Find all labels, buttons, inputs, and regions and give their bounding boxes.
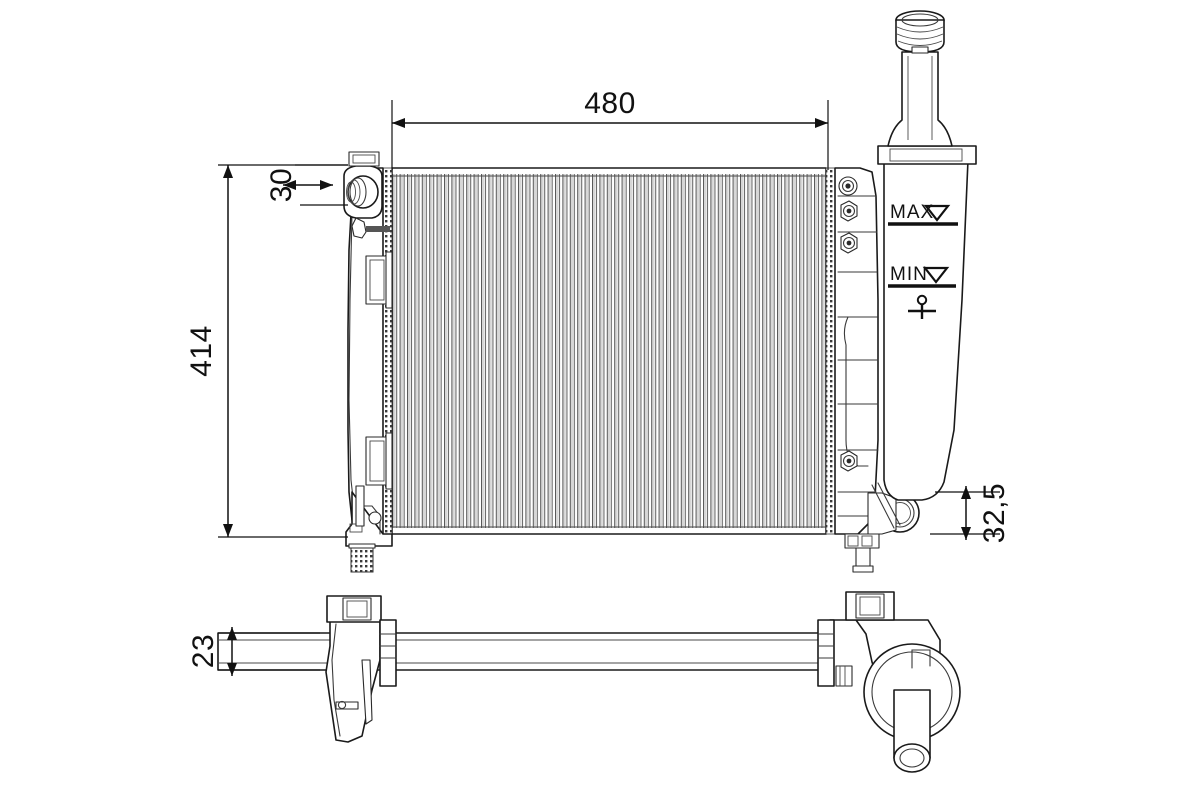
dimension-23-value: 23 (187, 634, 220, 668)
top-view: 23 (187, 591, 961, 773)
mount-stud-2 (840, 200, 858, 222)
drain-plug-left (345, 491, 393, 573)
right-tank-body (834, 167, 879, 535)
inlet-port (343, 151, 383, 219)
dimension-23: 23 (187, 627, 320, 676)
coolant-level-symbol-icon (908, 294, 936, 319)
core-slab-top (217, 632, 831, 671)
max-level-marking: MAX (888, 202, 958, 226)
core-serration-right (825, 167, 836, 535)
max-triangle-down-icon (923, 204, 951, 222)
expansion-tank-neck (887, 51, 953, 147)
left-side-tank (343, 151, 393, 573)
dimension-414-value: 414 (185, 325, 218, 377)
drain-plug-right (844, 533, 880, 573)
front-view: MAX MIN 480 (185, 10, 1011, 573)
dimension-480-value: 480 (584, 87, 636, 120)
min-triangle-down-icon (922, 266, 950, 284)
left-mount-bracket-upper (365, 251, 393, 309)
mount-stud-3 (840, 232, 858, 254)
min-level-marking: MIN (888, 264, 956, 288)
max-label: MAX (890, 202, 934, 223)
mount-stud-1 (838, 176, 858, 196)
right-side-tank (825, 167, 920, 573)
dimension-30: 30 (265, 164, 348, 206)
right-end-tank-top (817, 591, 961, 773)
dimension-30-value: 30 (265, 168, 298, 202)
dimension-414: 414 (185, 164, 348, 538)
radiator-core (391, 167, 827, 535)
expansion-tank-body (883, 159, 969, 501)
mount-stud-4 (840, 450, 858, 472)
expansion-tank: MAX MIN (877, 10, 977, 501)
dimension-32-5-value: 32,5 (978, 483, 1011, 543)
outlet-port (867, 482, 920, 535)
dimension-480: 480 (391, 87, 829, 170)
filler-cap (895, 10, 945, 54)
min-label: MIN (890, 264, 928, 285)
dimension-32-5: 32,5 (930, 483, 1011, 543)
left-mount-bracket-lower (365, 432, 393, 490)
left-end-tank-top (325, 595, 397, 743)
